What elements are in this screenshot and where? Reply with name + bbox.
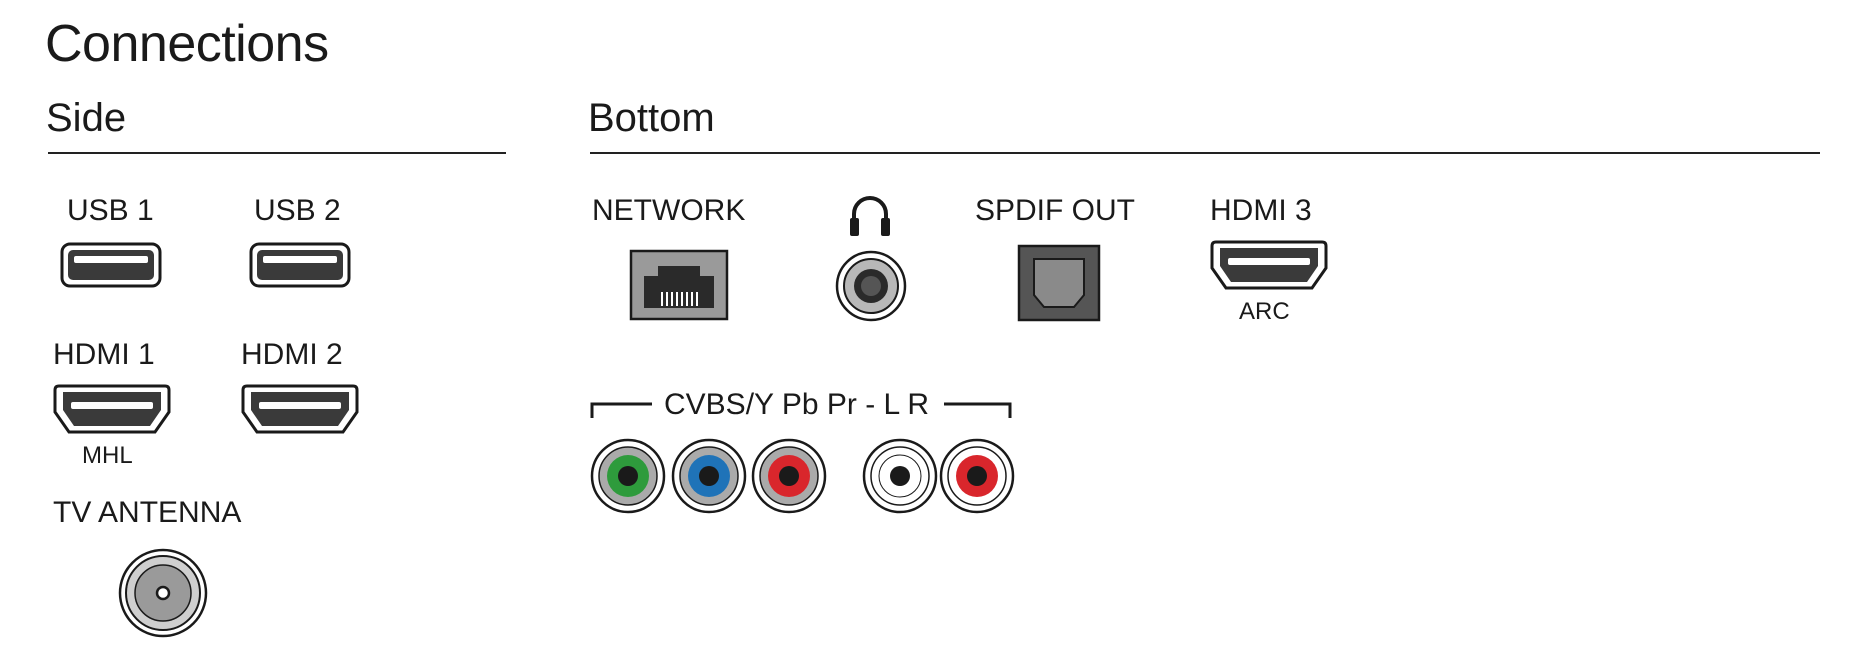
section-side-rule (48, 152, 506, 154)
section-side-title: Side (46, 96, 127, 140)
rca-jack-blue (671, 438, 747, 514)
section-bottom-rule (590, 152, 1820, 154)
hdmi1-port-icon (53, 384, 171, 434)
tv-antenna-port-icon (118, 548, 208, 638)
usb2-label: USB 2 (254, 194, 341, 227)
network-label: NETWORK (592, 194, 746, 227)
hdmi1-mhl-label: MHL (82, 442, 133, 469)
spdif-out-port-icon (1017, 244, 1101, 322)
hdmi2-port-icon (241, 384, 359, 434)
rca-jack-red-audio (939, 438, 1015, 514)
section-bottom-title: Bottom (588, 96, 715, 140)
tv-antenna-label: TV ANTENNA (53, 496, 242, 529)
headphones-icon (850, 196, 890, 236)
page-title: Connections (45, 15, 329, 73)
hdmi2-label: HDMI 2 (241, 338, 343, 371)
rca-jack-red (751, 438, 827, 514)
usb1-label: USB 1 (67, 194, 154, 227)
network-port-icon (629, 249, 729, 321)
hdmi3-arc-label: ARC (1239, 298, 1290, 325)
headphone-jack-port-icon (835, 250, 907, 322)
rca-jack-white-audio (862, 438, 938, 514)
hdmi1-label: HDMI 1 (53, 338, 155, 371)
hdmi3-port-icon (1210, 240, 1328, 290)
usb2-port-icon (249, 242, 351, 288)
rca-jacks (590, 438, 1015, 514)
usb1-port-icon (60, 242, 162, 288)
composite-bracket (590, 402, 1012, 418)
hdmi3-label: HDMI 3 (1210, 194, 1312, 227)
composite-label: CVBS/Y Pb Pr - L R (664, 388, 930, 421)
rca-jack-green (590, 438, 666, 514)
spdif-out-label: SPDIF OUT (975, 194, 1136, 227)
